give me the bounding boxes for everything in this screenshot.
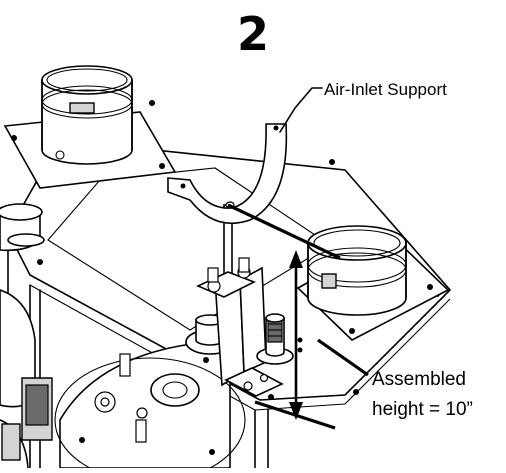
support-callout-label: Air-Inlet Support (324, 80, 447, 99)
height-label-line2: height = 10” (372, 399, 473, 420)
air-inlet-support (167, 123, 288, 298)
support-callout: Air-Inlet Support (279, 80, 447, 133)
burner-assembly (0, 289, 246, 473)
height-dimension: Assembled height = 10” (227, 203, 473, 430)
left-side-duct (0, 203, 45, 252)
center-bracket (185, 266, 303, 397)
step-number: 2 (237, 7, 269, 61)
right-duct-collar (296, 225, 450, 341)
height-label-line1: Assembled (372, 369, 466, 390)
top-left-duct-collar (3, 65, 177, 189)
